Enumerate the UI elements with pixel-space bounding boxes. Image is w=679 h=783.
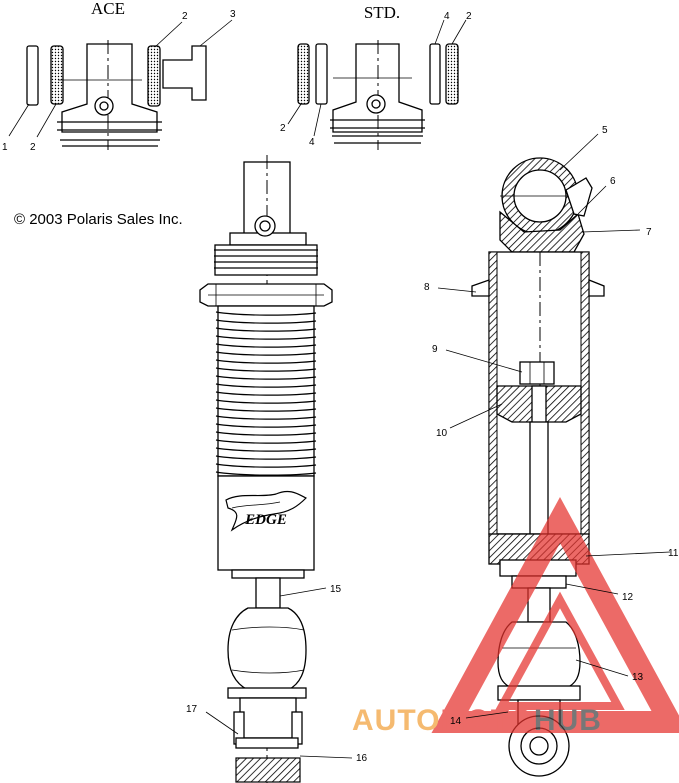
- std-heading: STD.: [364, 3, 400, 22]
- ace-bushing-2-left: [50, 45, 64, 105]
- spring-coil: [215, 391, 317, 396]
- ace-eyelet-body: [61, 43, 158, 133]
- spring-coil: [215, 455, 317, 460]
- watermark-moto: MOTO: [440, 704, 533, 737]
- assembled-shock: EDGE: [199, 155, 333, 783]
- callout-1: 1: [2, 142, 8, 153]
- ace-bushing-2-right: [147, 45, 161, 107]
- spring-coil: [215, 375, 317, 380]
- callout-3: 3: [230, 9, 236, 20]
- callout-2-std-right: 2: [466, 11, 472, 22]
- callout-15: 15: [330, 584, 342, 595]
- jounce-bumper: [227, 607, 307, 691]
- spring-coil: [215, 335, 317, 340]
- coil-spring: [217, 305, 315, 477]
- spring-coil: [215, 319, 317, 324]
- spring-coil: [215, 327, 317, 332]
- spring-coil: [215, 423, 317, 428]
- automotohub-watermark: AUTOMOTOHUB: [352, 496, 679, 737]
- spring-coil: [215, 399, 317, 404]
- reservoir-valve-body: [499, 210, 585, 253]
- callout-11: 11: [668, 548, 679, 559]
- std-eyelet-body: [332, 43, 423, 133]
- edge-logo: EDGE: [225, 490, 308, 532]
- spring-coil: [215, 431, 317, 436]
- ace-spacer-3: [162, 45, 207, 101]
- damper-body: [217, 475, 315, 571]
- std-bushing-2-left: [297, 43, 310, 105]
- shock-shaft: [255, 577, 281, 609]
- callout-14: 14: [450, 716, 462, 727]
- spring-coil: [215, 463, 317, 468]
- callout-9: 9: [432, 344, 438, 355]
- spring-coil: [215, 471, 317, 476]
- ace-washer-1: [26, 45, 39, 106]
- svg-text:AUTOMOTOHUB: AUTOMOTOHUB: [352, 704, 602, 737]
- callout-8: 8: [424, 282, 430, 293]
- spring-coil: [215, 311, 317, 316]
- ace-heading: ACE: [91, 0, 125, 18]
- std-washer-4-right: [429, 43, 441, 105]
- top-leaders: [8, 19, 467, 138]
- callout-10: 10: [436, 428, 448, 439]
- callout-2-std-left: 2: [280, 123, 286, 134]
- std-detail: [297, 40, 459, 150]
- spring-coil: [215, 359, 317, 364]
- callout-5: 5: [602, 125, 608, 136]
- callout-4-std-right: 4: [444, 11, 450, 22]
- callout-17: 17: [186, 704, 198, 715]
- callout-4-std-left: 4: [309, 137, 315, 148]
- spring-coil: [215, 343, 317, 348]
- spring-coil: [215, 351, 317, 356]
- ace-detail: [26, 40, 207, 150]
- callout-6: 6: [610, 176, 616, 187]
- right-leaders: [205, 133, 671, 759]
- spring-coil: [215, 367, 317, 372]
- callout-12: 12: [622, 592, 634, 603]
- spring-coil: [215, 415, 317, 420]
- std-washer-4-left: [315, 43, 328, 105]
- callout-2-ace-right: 2: [182, 11, 188, 22]
- callout-16: 16: [356, 753, 368, 764]
- callout-7: 7: [646, 227, 652, 238]
- spring-coil: [215, 383, 317, 388]
- copyright-notice: © 2003 Polaris Sales Inc.: [14, 211, 183, 228]
- spring-coil: [215, 447, 317, 452]
- watermark-hub: HUB: [534, 704, 602, 737]
- callout-13: 13: [632, 672, 644, 683]
- svg-text:EDGE: EDGE: [244, 512, 287, 528]
- lower-bushing: [235, 757, 301, 783]
- spring-coil: [215, 407, 317, 412]
- spring-coil: [215, 439, 317, 444]
- watermark-auto: AUTO: [352, 704, 440, 737]
- callout-2-ace-left: 2: [30, 142, 36, 153]
- std-bushing-2-right: [445, 43, 459, 105]
- cutaway-shock: [471, 157, 605, 777]
